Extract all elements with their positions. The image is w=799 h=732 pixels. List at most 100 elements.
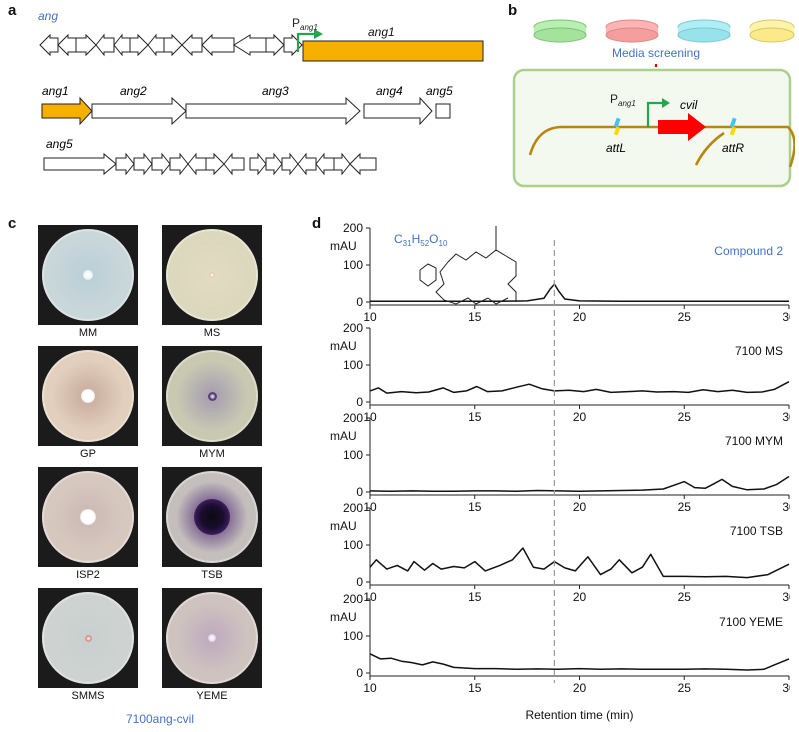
gene-arrow bbox=[265, 33, 285, 57]
y-axis-label: mAU bbox=[330, 239, 357, 253]
inoculation-spot bbox=[83, 270, 93, 280]
x-tick-label: 20 bbox=[573, 500, 587, 514]
y-axis-label: mAU bbox=[330, 429, 357, 443]
ang1-gene-box bbox=[302, 40, 484, 62]
molecular-formula: C31H52O10 bbox=[394, 232, 448, 248]
row2-label-ang4: ang4 bbox=[376, 84, 403, 98]
attL-label: attL bbox=[606, 141, 626, 155]
y-tick-label: 200 bbox=[343, 592, 363, 606]
gene-arrow bbox=[57, 33, 77, 57]
x-tick-label: 10 bbox=[363, 310, 377, 324]
cluster-name-label: ang bbox=[38, 9, 58, 23]
construct-promoter-label: Pang1 bbox=[610, 92, 636, 108]
media-screening-label: Media screening bbox=[612, 46, 700, 60]
promoter-arrowhead-icon bbox=[662, 98, 670, 108]
row3-label-ang5: ang5 bbox=[46, 137, 73, 151]
dish-icon bbox=[677, 27, 731, 43]
cvil-gene-label: cvil bbox=[680, 98, 698, 112]
x-tick-label: 25 bbox=[678, 500, 692, 514]
inoculation-spot bbox=[209, 272, 215, 278]
series-line bbox=[370, 283, 789, 303]
plate-label: TSB bbox=[201, 569, 223, 581]
x-tick-label: 30 bbox=[782, 590, 790, 604]
y-axis-label: mAU bbox=[330, 519, 357, 533]
gene-arrow bbox=[75, 33, 97, 57]
y-tick-label: 200 bbox=[343, 501, 363, 515]
inoculation-spot bbox=[207, 391, 217, 401]
row3-gene-arrows bbox=[43, 152, 377, 176]
x-tick-label: 30 bbox=[782, 410, 790, 424]
dna-strand-right bbox=[694, 131, 725, 166]
x-tick-label: 10 bbox=[363, 410, 377, 424]
plate-ms bbox=[162, 225, 262, 325]
series-name-label: Compound 2 bbox=[714, 244, 783, 258]
series-line bbox=[369, 547, 790, 579]
plate-yeme bbox=[162, 588, 262, 688]
gene-arrow bbox=[349, 152, 377, 176]
y-tick-label: 200 bbox=[343, 221, 363, 235]
gene-arrow bbox=[315, 152, 335, 176]
gene-arrow bbox=[113, 33, 131, 57]
gene-arrow bbox=[223, 152, 245, 176]
x-tick-label: 30 bbox=[782, 500, 790, 514]
y-tick-label: 100 bbox=[343, 448, 363, 462]
plate-isp2 bbox=[38, 467, 138, 567]
petri-dish bbox=[42, 350, 134, 442]
x-tick-label: 25 bbox=[678, 681, 692, 695]
gene-arrow bbox=[163, 33, 183, 57]
gene-arrow bbox=[249, 152, 267, 176]
y-tick-label: 100 bbox=[343, 538, 363, 552]
gene-arrow bbox=[187, 152, 207, 176]
gene-arrow bbox=[281, 152, 299, 176]
panel-letter-d: d bbox=[312, 215, 322, 232]
x-tick-label: 15 bbox=[468, 681, 482, 695]
ang3-gene-arrow bbox=[185, 96, 361, 126]
ang1-gene-label-top: ang1 bbox=[368, 25, 395, 39]
gene-arrow bbox=[181, 33, 203, 57]
petri-dish bbox=[166, 350, 258, 442]
gene-arrow bbox=[205, 152, 225, 176]
gene-arrow bbox=[115, 152, 135, 176]
plate-caption: 7100ang-cvil bbox=[125, 712, 195, 726]
gene-arrow bbox=[151, 152, 171, 176]
dish-icon bbox=[605, 27, 659, 43]
petri-dish bbox=[42, 592, 134, 684]
y-tick-label: 100 bbox=[343, 358, 363, 372]
attR-site-icon bbox=[729, 117, 737, 128]
gene-arrow bbox=[297, 152, 317, 176]
promoter-arrowhead-icon bbox=[314, 29, 323, 39]
x-tick-label: 30 bbox=[782, 310, 790, 324]
y-axis-label: mAU bbox=[330, 610, 357, 624]
dish-icon bbox=[749, 27, 795, 43]
y-tick-label: 100 bbox=[343, 629, 363, 643]
x-tick-label: 25 bbox=[678, 590, 692, 604]
y-tick-label: 200 bbox=[343, 321, 363, 335]
series-line bbox=[369, 653, 790, 671]
panel-letter-c: c bbox=[8, 215, 17, 232]
gene-arrow bbox=[201, 33, 235, 57]
y-tick-label: 0 bbox=[356, 485, 363, 499]
construct-diagram: Media screening Pang1 cvil attL attR bbox=[512, 19, 795, 188]
x-tick-label: 15 bbox=[468, 310, 482, 324]
chemical-structure bbox=[419, 226, 517, 305]
series-name-label: 7100 YEME bbox=[719, 615, 783, 629]
petri-dish bbox=[166, 229, 258, 321]
y-tick-label: 100 bbox=[343, 258, 363, 272]
row2-label-ang1: ang1 bbox=[42, 84, 69, 98]
plate-label: MS bbox=[203, 327, 221, 339]
plate-label: MM bbox=[78, 327, 98, 339]
plate-label: ISP2 bbox=[76, 569, 100, 581]
plate-label: SMMS bbox=[71, 690, 105, 702]
x-tick-label: 10 bbox=[363, 500, 377, 514]
series-name-label: 7100 TSB bbox=[730, 524, 783, 538]
y-axis-label: mAU bbox=[330, 339, 357, 353]
attL-site-icon bbox=[613, 117, 621, 128]
x-tick-label: 30 bbox=[782, 681, 790, 695]
ang1-gene-arrow bbox=[41, 96, 93, 126]
promoter-arrow-icon bbox=[296, 32, 314, 52]
petri-dish bbox=[166, 471, 258, 563]
x-tick-label: 10 bbox=[363, 681, 377, 695]
x-tick-label: 20 bbox=[573, 410, 587, 424]
plate-mm bbox=[38, 225, 138, 325]
y-tick-label: 0 bbox=[356, 395, 363, 409]
